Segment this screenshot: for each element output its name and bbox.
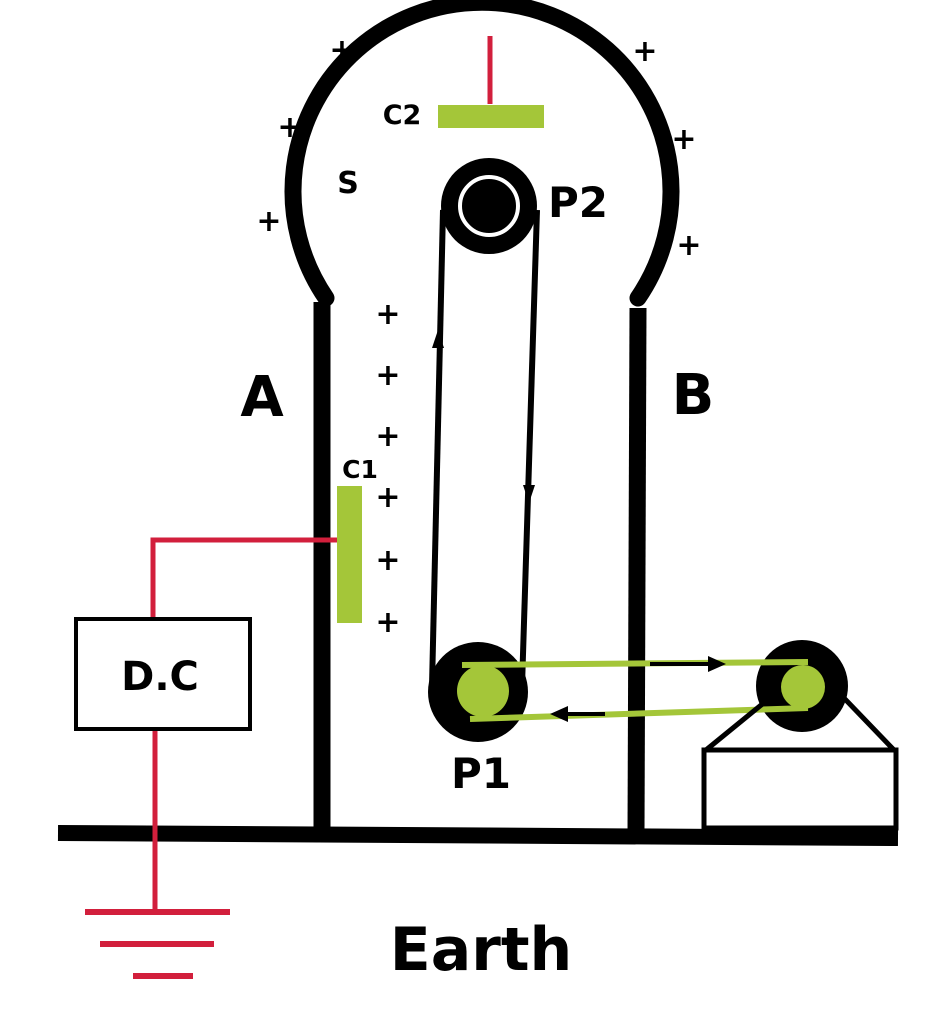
charge-plus: +: [375, 605, 400, 640]
label-pulley-p1: P1: [451, 749, 511, 798]
charge-plus: +: [375, 358, 400, 393]
charge-plus: +: [375, 543, 400, 578]
sphere-dome-outline: [284, 0, 680, 307]
label-dc: D.C: [121, 654, 199, 700]
label-column-a: A: [240, 365, 284, 430]
drive-belt-top: [461, 659, 809, 668]
charge-plus: +: [329, 33, 354, 68]
belt-right: [519, 209, 540, 687]
label-sphere-s: S: [337, 166, 359, 201]
charge-plus: +: [256, 204, 281, 239]
drive-arrow-left-head: [550, 706, 568, 722]
charge-plus: +: [375, 297, 400, 332]
charge-plus: +: [375, 419, 400, 454]
comb-c1: [337, 486, 362, 623]
label-column-b: B: [672, 363, 715, 428]
label-earth: Earth: [390, 915, 572, 985]
motor-stand-left-leg: [704, 695, 773, 752]
charge-plus: +: [277, 110, 302, 145]
motor-pulley-hub: [781, 665, 825, 709]
wire-comb-to-dc: [150, 537, 337, 618]
motor-stand-right-leg: [841, 695, 896, 752]
comb-c2: [438, 105, 544, 128]
label-comb-c2: C2: [383, 100, 422, 131]
label-comb-c1: C1: [342, 455, 378, 484]
charge-plus: +: [375, 480, 400, 515]
base-line: [57, 825, 899, 846]
pulley-p1-hub: [457, 665, 509, 717]
charge-plus: +: [671, 122, 696, 157]
belt-left: [429, 209, 446, 687]
drive-arrow-right-head: [708, 656, 726, 672]
pulley-p2-ring: [458, 175, 520, 237]
dc-source-box: [74, 617, 252, 731]
charge-plus: +: [676, 228, 701, 263]
belt-arrow-down: [523, 485, 535, 503]
label-pulley-p2: P2: [548, 178, 608, 227]
pulley-p2-hub: [464, 181, 514, 231]
column-right-wall: [627, 307, 647, 833]
belt-arrow-up: [432, 330, 444, 348]
motor-box: [701, 747, 899, 831]
charge-plus: +: [632, 34, 657, 69]
